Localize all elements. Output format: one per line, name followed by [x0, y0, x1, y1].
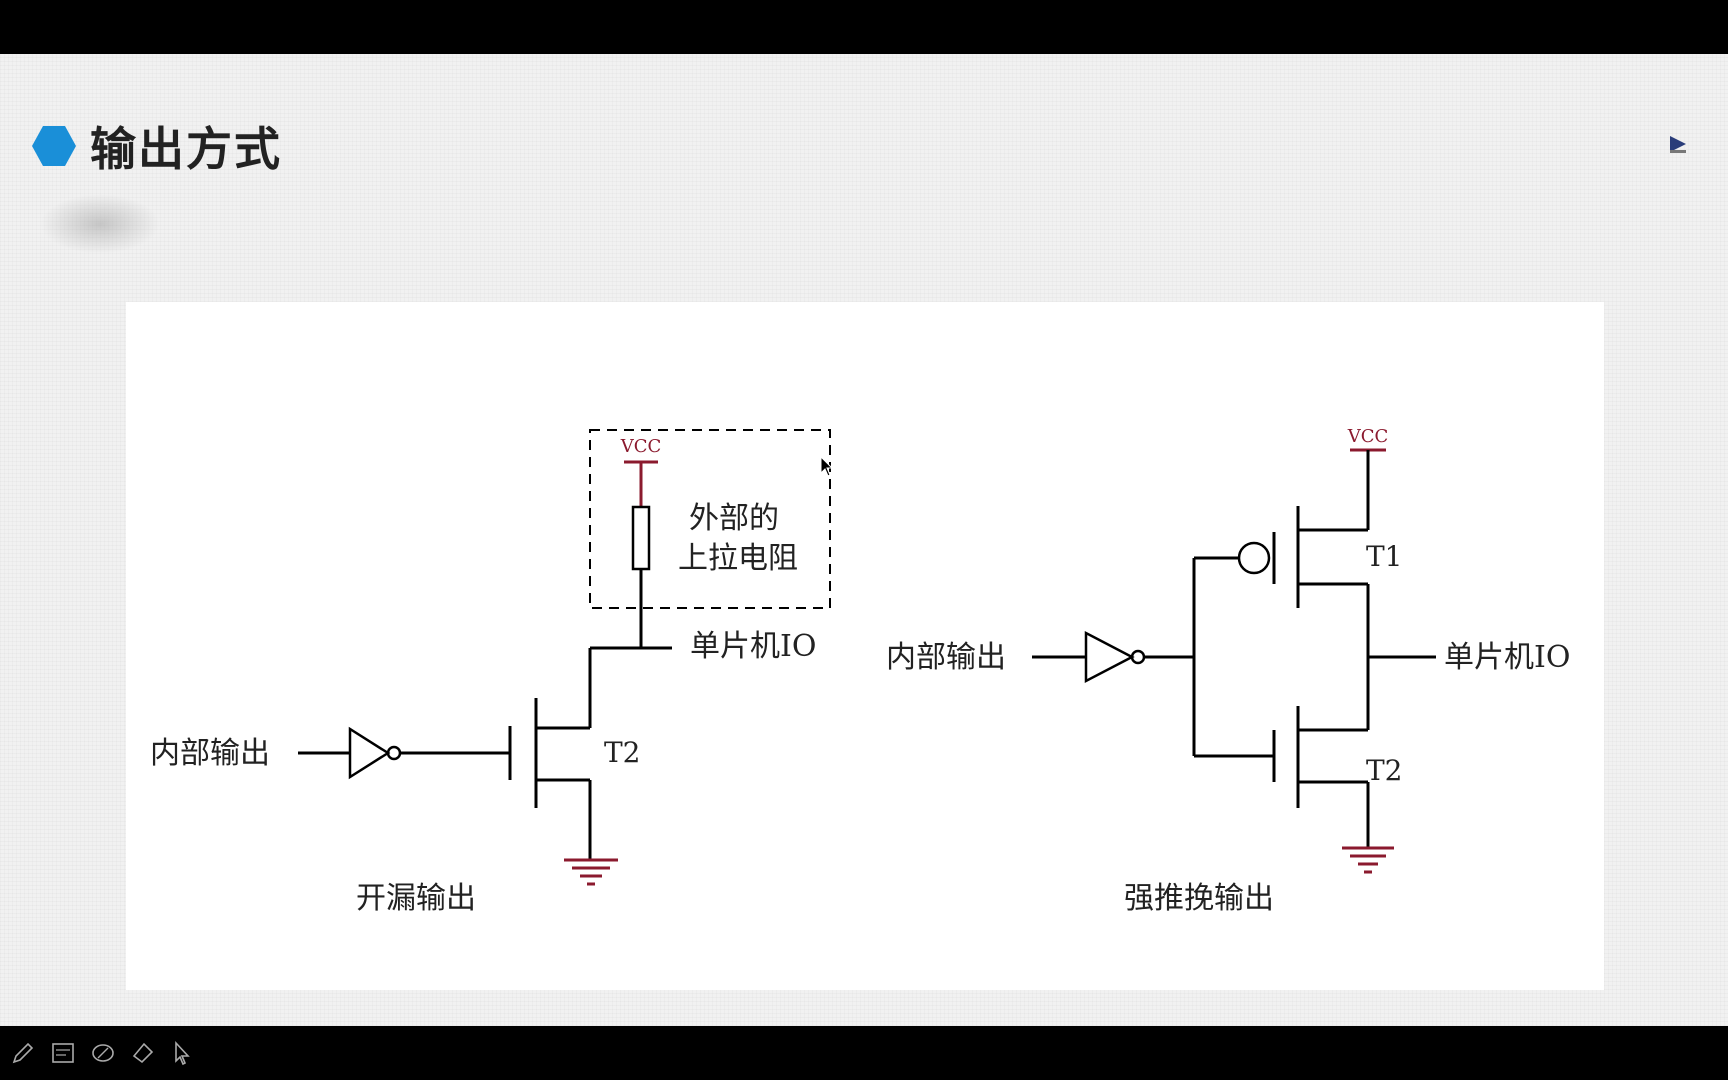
annotation-toolbar: [10, 1040, 196, 1066]
pen-icon[interactable]: [10, 1040, 36, 1066]
mouse-cursor-icon: [820, 456, 834, 477]
slide: 输出方式: [0, 54, 1728, 1066]
pullup-label-line1: 外部的: [689, 501, 779, 536]
right-t1-label: T1: [1366, 540, 1403, 573]
highlighter-icon[interactable]: [90, 1040, 116, 1066]
whiteboard-icon[interactable]: [50, 1040, 76, 1066]
right-inverter: [1084, 630, 1135, 684]
right-t2-label: T2: [1366, 754, 1403, 787]
right-t1-bubble: [1237, 541, 1271, 575]
right-ground: [1342, 846, 1394, 874]
next-slide-underline: [1670, 150, 1686, 153]
eraser-icon[interactable]: [130, 1040, 156, 1066]
pullup-dashed-box: [589, 429, 831, 609]
left-input-label: 内部输出: [150, 736, 270, 771]
right-caption: 强推挽输出: [1124, 881, 1274, 916]
left-inverter: [348, 726, 391, 780]
title-bar: 输出方式: [32, 116, 282, 176]
right-input-label: 内部输出: [886, 640, 1006, 675]
pullup-resistor: [631, 505, 651, 571]
left-ground: [564, 858, 618, 886]
hexagon-bullet-icon: [32, 126, 76, 166]
left-caption: 开漏输出: [356, 881, 476, 916]
slide-title: 输出方式: [90, 122, 282, 176]
left-io-label: 单片机IO: [690, 629, 816, 664]
decorative-shadow: [40, 194, 160, 254]
pointer-icon[interactable]: [170, 1040, 196, 1066]
pullup-label-line2: 上拉电阻: [678, 541, 798, 576]
left-vcc-label: VCC: [620, 436, 662, 457]
right-io-label: 单片机IO: [1444, 640, 1570, 675]
next-slide-icon[interactable]: [1670, 136, 1686, 152]
right-vcc-label: VCC: [1347, 426, 1389, 447]
left-t2-label: T2: [604, 736, 641, 769]
circuit-diagram: VCC 外部的 上拉电阻 单片机IO 内部输出 T2 开漏输出 VCC T1 T…: [126, 302, 1604, 990]
circuit-svg: VCC 外部的 上拉电阻 单片机IO 内部输出 T2 开漏输出 VCC T1 T…: [150, 426, 1570, 916]
